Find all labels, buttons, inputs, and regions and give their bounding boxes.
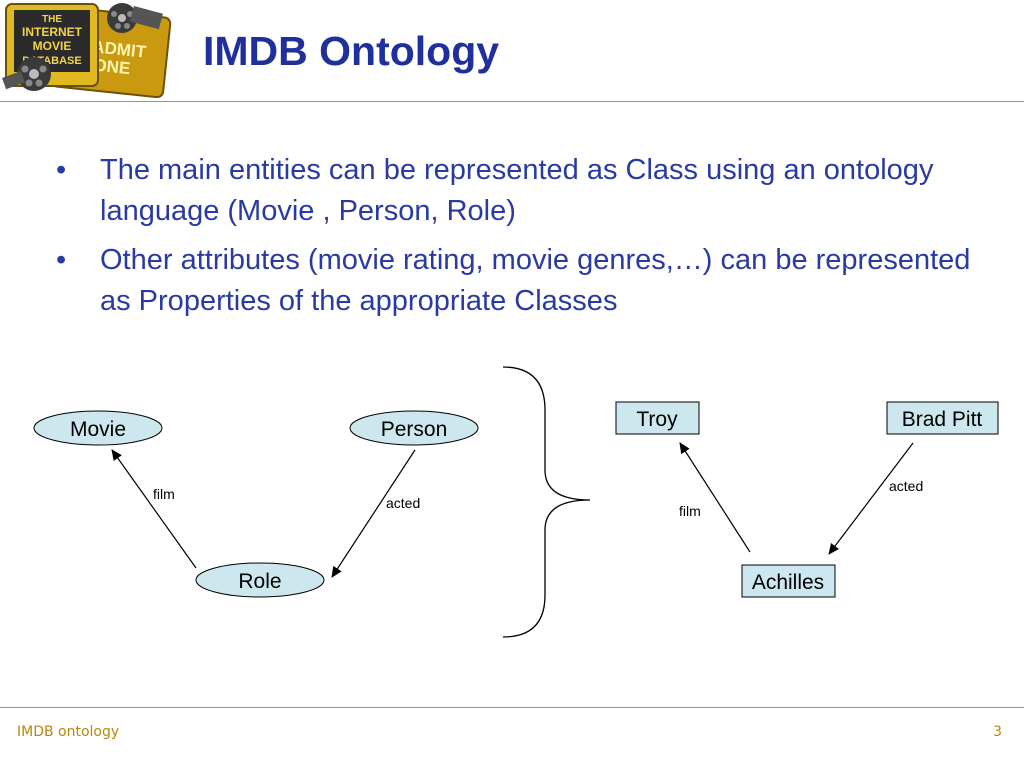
- bullet-text: Other attributes (movie rating, movie ge…: [100, 244, 971, 317]
- logo-line-2: INTERNET: [22, 25, 83, 39]
- bullet-item: • The main entities can be represented a…: [56, 150, 976, 232]
- class-edge-acted: [331, 449, 416, 578]
- imdb-logo: ADMIT ONE THE INTERNET MOVIE DATABASE: [1, 3, 172, 98]
- instance-edge-film: [679, 442, 751, 553]
- instance-node-achilles: Achilles: [741, 564, 836, 598]
- class-node-movie-label: Movie: [70, 418, 126, 441]
- instance-edge-acted-label: acted: [889, 478, 923, 494]
- class-node-person: Person: [349, 410, 479, 446]
- class-node-movie: Movie: [33, 410, 163, 446]
- class-node-role-label: Role: [238, 570, 281, 593]
- class-edge-film-label: film: [153, 486, 175, 502]
- title-divider: [0, 101, 1024, 102]
- instance-edge-acted: [828, 442, 914, 555]
- footer-divider: [0, 707, 1024, 708]
- curly-brace: [502, 366, 591, 638]
- class-edge-acted-label: acted: [386, 495, 420, 511]
- instance-node-troy: Troy: [615, 401, 700, 435]
- logo-one-text: ONE: [93, 55, 132, 78]
- instance-node-achilles-label: Achilles: [752, 571, 824, 594]
- bullet-item: • Other attributes (movie rating, movie …: [56, 240, 976, 322]
- bullet-marker: •: [56, 244, 67, 276]
- footer-title: IMDB ontology: [17, 724, 120, 740]
- film-reel-icon: [107, 3, 163, 33]
- page-number: 3: [993, 724, 1002, 740]
- instance-node-troy-label: Troy: [636, 408, 678, 431]
- bullet-marker: •: [56, 154, 67, 186]
- class-node-role: Role: [195, 562, 325, 598]
- class-node-person-label: Person: [381, 418, 448, 441]
- slide-title: IMDB Ontology: [203, 28, 500, 74]
- instance-edge-film-label: film: [679, 503, 701, 519]
- class-edge-film: [111, 449, 197, 569]
- instance-node-brad-pitt: Brad Pitt: [886, 401, 999, 435]
- film-reel-icon: [1, 57, 51, 91]
- instance-diagram: Troy Brad Pitt Achilles film acted: [615, 401, 999, 598]
- bullet-list: • The main entities can be represented a…: [56, 150, 976, 330]
- instance-node-brad-pitt-label: Brad Pitt: [902, 408, 983, 431]
- logo-line-1: THE: [42, 14, 62, 25]
- class-diagram: Movie Person Role film acted: [33, 410, 479, 598]
- logo-line-3: MOVIE: [33, 39, 72, 53]
- bullet-text: The main entities can be represented as …: [100, 154, 934, 227]
